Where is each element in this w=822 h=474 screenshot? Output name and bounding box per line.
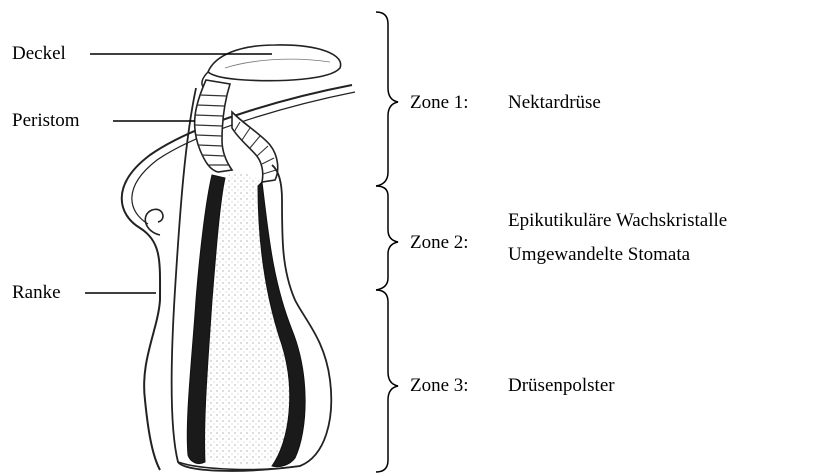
zone-2-description-line-1: Epikutikuläre Wachskristalle [508, 211, 727, 230]
zone-3-brace [376, 290, 398, 472]
peristome-label: Peristom [12, 111, 80, 130]
zone-1-brace [376, 12, 398, 186]
zone-3-description: Drüsenpolster [508, 376, 615, 395]
lid-shape [208, 45, 341, 81]
zone-3-name: Zone 3: [410, 376, 469, 395]
tendril-label: Ranke [12, 283, 61, 302]
zone-2-description-line-2: Umgewandelte Stomata [508, 245, 690, 264]
lid-label: Deckel [12, 44, 66, 63]
zone-2-name: Zone 2: [410, 233, 469, 252]
zone-1-name: Zone 1: [410, 93, 469, 112]
zone-2-brace [376, 186, 398, 290]
zone-1-description: Nektardrüse [508, 93, 601, 112]
